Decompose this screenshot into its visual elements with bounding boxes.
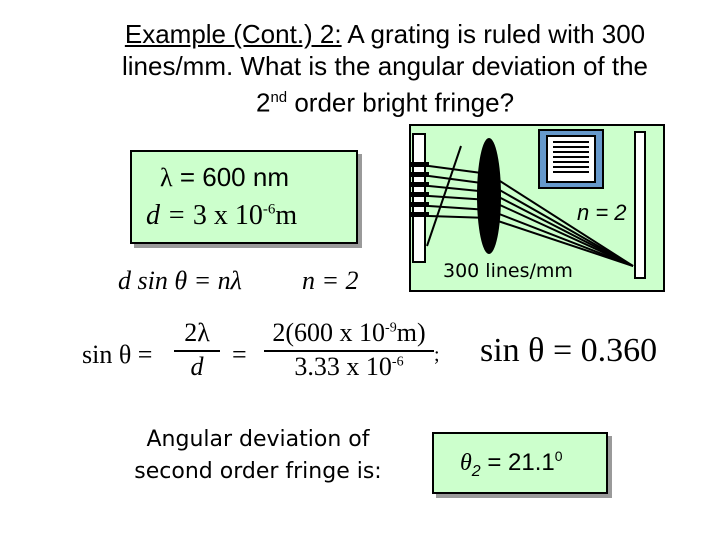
title-line-1: Example (Cont.) 2: A grating is ruled wi… [60,18,710,50]
order-label: n = 2 [577,200,627,225]
conclusion-text: Angular deviation of second order fringe… [120,424,396,488]
spacing-exponent: -6 [262,201,276,218]
lens [477,138,501,254]
grating-equation: d sin θ = nλ [118,266,242,296]
title-line-2: lines/mm. What is the angular deviation … [121,51,649,81]
title-line-1-text: A grating is ruled with 300 [341,19,646,49]
d-label: d = [146,200,186,231]
conclusion-line-2: second order fringe is: [134,459,382,484]
spacing-unit: m [275,200,298,231]
grating-slits [411,162,429,217]
fraction-2-denominator: 3.33 x 10-6 [264,352,434,382]
fraction-2-denominator-a: 3.33 x 10 [294,352,392,381]
conclusion-line-1: Angular deviation of [146,427,370,452]
title-ordinal-suffix: nd [270,89,288,106]
grating-diagram: n = 2 300 lines/mm [409,124,665,292]
fraction-2-numerator-b: m) [396,318,426,347]
screen [634,131,646,279]
grating-caption: 300 lines/mm [443,260,573,282]
fraction-1-numerator: 2λ [174,318,220,352]
grating-plate [412,133,426,263]
title-ordinal: 2 [255,87,271,118]
answer-value: = 21.1 [480,449,555,476]
wavelength-line: λ = 600 nm [160,162,289,193]
title-line-3-text: order bright fringe? [287,87,515,118]
theta-subscript: 2 [471,462,481,480]
fraction-2-denominator-exp: -6 [391,354,404,370]
fraction-1: 2λ d [174,318,220,382]
sine-lhs: sin θ = [82,340,153,369]
theta-symbol: θ [460,450,472,476]
title-label: Example (Cont.) 2: [124,19,342,49]
grating-illustration [411,129,646,279]
grating-equation-text: d sin θ = nλ [118,266,242,295]
semicolon: ; [434,344,440,366]
answer-text: θ2 = 21.10 [460,448,563,481]
fraction-2: 2(600 x 10-9m) 3.33 x 10-6 [264,318,434,382]
fraction-2-numerator-a: 2(600 x 10 [272,318,386,347]
spacing-value: 3 x 10 [192,200,263,231]
detector-lines [553,141,589,173]
lambda-symbol: λ [160,163,173,192]
given-values-box: λ = 600 nm d = 3 x 10-6m [130,150,358,244]
diffracted-rays [428,165,634,267]
wavelength-value: = 600 nm [179,162,289,192]
fraction-1-denominator: d [190,352,204,381]
spacing-line: d = 3 x 10-6m [146,200,297,232]
sine-result: sin θ = 0.360 [480,332,658,369]
answer-box: θ2 = 21.10 [432,432,608,494]
fraction-2-numerator: 2(600 x 10-9m) [264,318,434,352]
answer-degree: 0 [554,448,563,464]
order-equation: n = 2 [302,266,359,295]
slide-title: Example (Cont.) 2: A grating is ruled wi… [60,18,710,119]
fraction-2-numerator-exp: -9 [385,320,397,336]
equals-sign: = [232,340,247,369]
detector-inner [546,135,596,183]
title-line-3: 2nd order bright fringe? [60,82,710,119]
